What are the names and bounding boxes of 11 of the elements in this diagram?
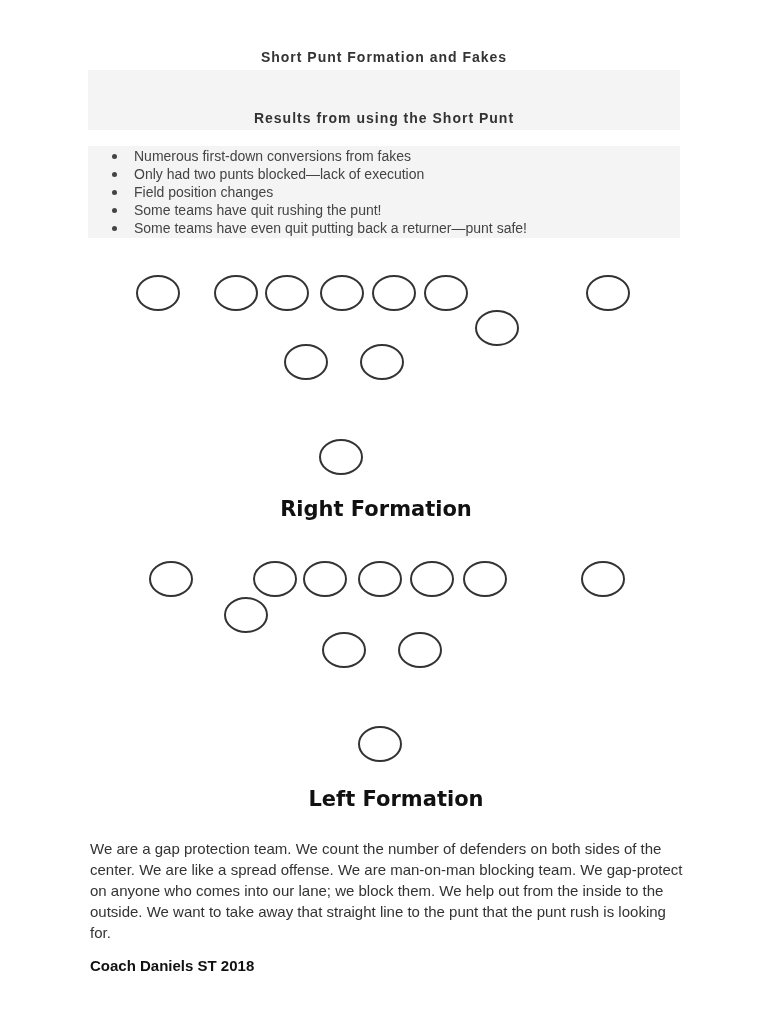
page-title: Short Punt Formation and Fakes — [259, 49, 509, 65]
formation-caption: Right Formation — [279, 497, 473, 521]
bullet-item: Only had two punts blocked—lack of execution — [134, 166, 425, 182]
bullet-item: Some teams have quit rushing the punt! — [134, 202, 382, 218]
formation-caption: Left Formation — [307, 787, 485, 811]
bullet-item: Field position changes — [134, 184, 274, 200]
bullet-item: Some teams have even quit putting back a returner—punt safe! — [134, 220, 527, 236]
body-paragraph: We are a gap protection team. We count the number of defenders on both sides of the center. We are like a spread offense. We are man-on-man blocking team. We gap-protect on anyone who comes into our lane; we block them. We help out from the inside to the outside. We want to take away that straight line to the punt that the punt rush is looking for. — [90, 839, 684, 943]
signature: Coach Daniels ST 2018 — [90, 957, 255, 974]
section-heading: Results from using the Short Punt — [252, 110, 516, 126]
bullet-item: Numerous first-down conversions from fakes — [134, 148, 411, 164]
